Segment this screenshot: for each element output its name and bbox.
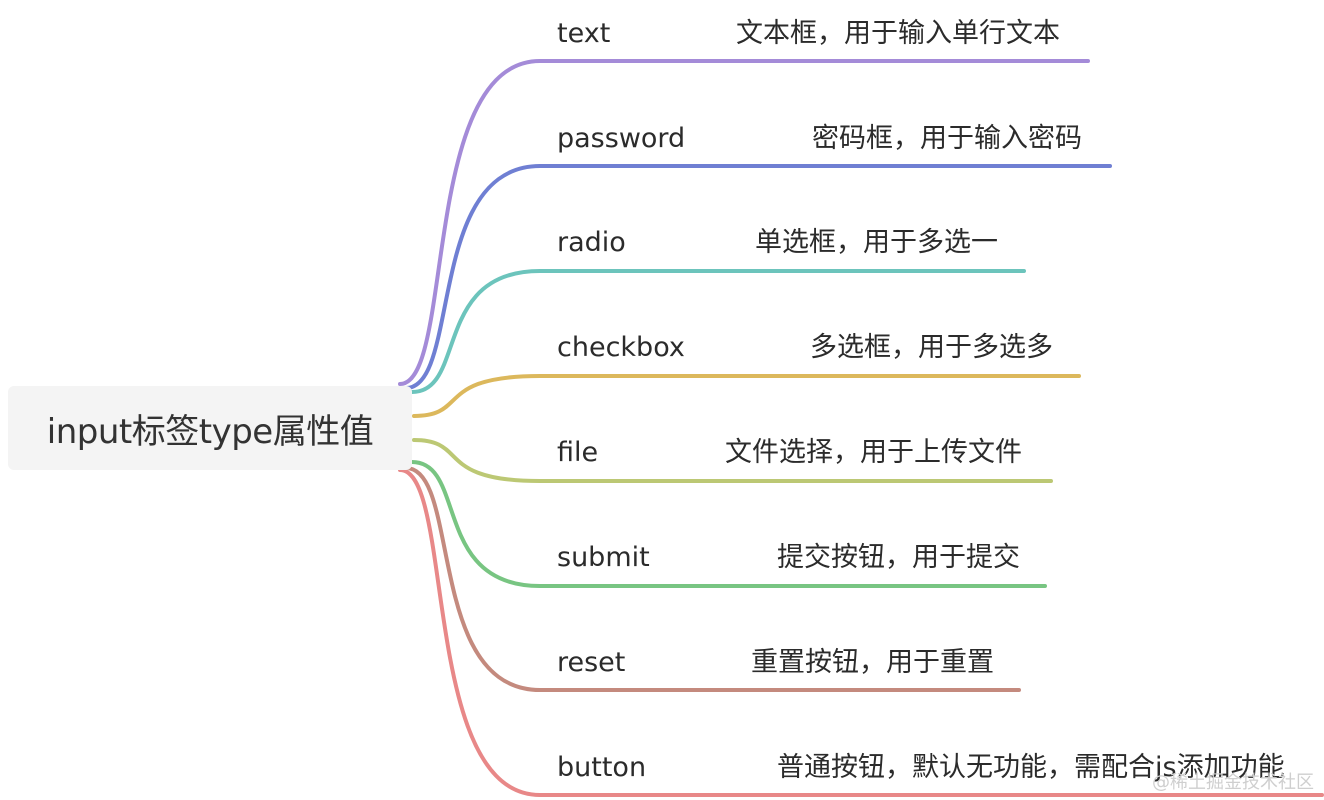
branch-desc-button: 普通按钮，默认无功能，需配合js添加功能 xyxy=(777,752,1285,783)
branch-desc-reset: 重置按钮，用于重置 xyxy=(751,647,994,678)
connector-layer xyxy=(398,59,1324,797)
branch-connector-button xyxy=(398,468,1324,797)
watermark: @稀土掘金技术社区 xyxy=(1152,772,1314,793)
branch-connector-submit xyxy=(410,460,1047,588)
branch-connector-reset xyxy=(404,466,1021,692)
branch-key-radio[interactable]: radio xyxy=(557,227,626,258)
root-node[interactable]: input标签type属性值 xyxy=(8,386,412,470)
branch-desc-submit: 提交按钮，用于提交 xyxy=(777,542,1020,573)
branch-desc-password: 密码框，用于输入密码 xyxy=(812,123,1082,154)
branch-desc-text: 文本框，用于输入单行文本 xyxy=(736,18,1060,49)
branch-key-checkbox[interactable]: checkbox xyxy=(557,332,685,363)
branch-label-layer: text 文本框，用于输入单行文本 password 密码框，用于输入密码 radio 单… xyxy=(557,18,1285,783)
branch-key-button[interactable]: button xyxy=(557,752,646,783)
root-label: input标签type属性值 xyxy=(46,411,374,452)
branch-connector-password xyxy=(404,164,1112,390)
branch-key-text[interactable]: text xyxy=(557,18,610,49)
branch-key-submit[interactable]: submit xyxy=(557,542,650,573)
branch-desc-file: 文件选择，用于上传文件 xyxy=(725,437,1022,468)
branch-connector-file xyxy=(412,438,1053,483)
branch-key-password[interactable]: password xyxy=(557,123,685,154)
branch-desc-checkbox: 多选框，用于多选多 xyxy=(810,332,1053,363)
branch-connector-text xyxy=(398,59,1090,386)
branch-key-reset[interactable]: reset xyxy=(557,647,625,678)
branch-desc-radio: 单选框，用于多选一 xyxy=(755,227,998,258)
branch-connector-checkbox xyxy=(412,374,1081,418)
branch-key-file[interactable]: file xyxy=(557,437,598,468)
branch-connector-radio xyxy=(410,269,1026,394)
